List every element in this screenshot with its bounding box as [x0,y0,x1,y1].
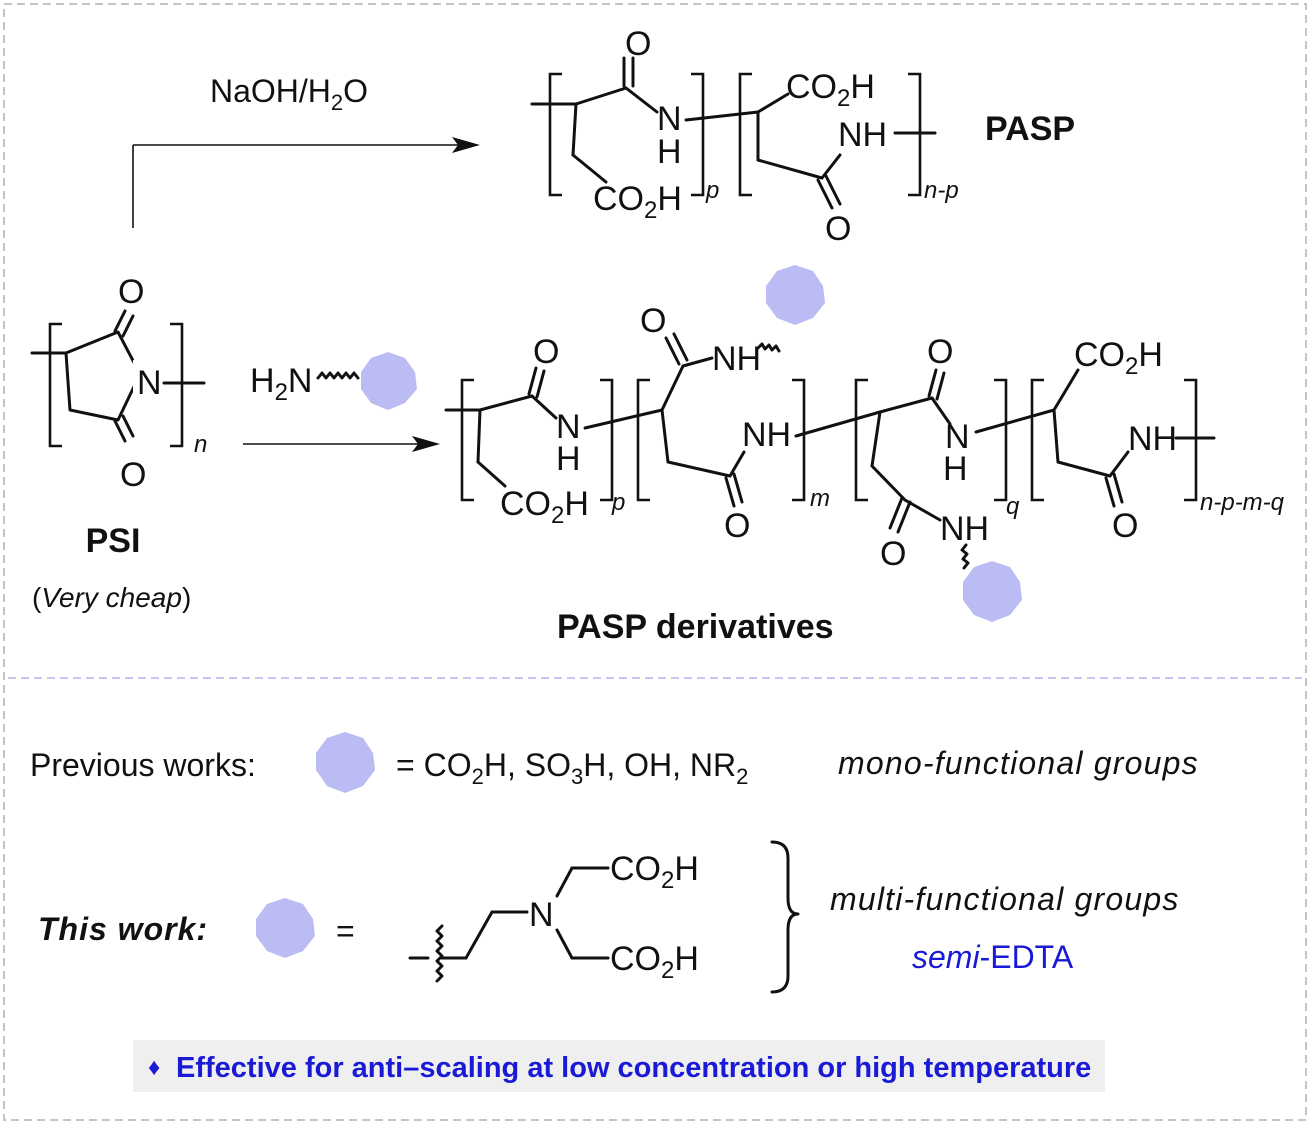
this-work-equals: = [336,913,355,949]
previous-works-groups: = CO2H, SO3H, OH, NR2 [396,747,748,789]
psi-carbonyl-o-top: O [118,273,144,311]
pasp-side-acid: CO2H [593,180,682,224]
psi-carbonyl-o-bottom: O [120,456,146,494]
unit-m-carbonyl-o-bottom: O [724,507,750,545]
semi-edta-suffix: -EDTA [980,939,1074,975]
unit-p-amide-n: N [556,408,581,446]
hydrolysis-reagent: NaOH/H2O [210,73,368,115]
unit-m-group-blob [766,265,825,325]
unit-m-index: m [810,485,830,512]
unit-p-acid: CO2H [500,485,589,529]
pasp-imide-nh: NH [838,116,887,154]
unit-r-imide-nh: NH [1128,420,1177,458]
semi-edta-structure: N CO2H CO2H [408,850,699,984]
pasp-carbonyl-o-bottom: O [825,210,851,248]
semi-edta-prefix: semi [912,939,980,975]
pasp-carbonyl-o-top: O [625,25,651,63]
previous-works-blob [316,732,375,793]
pasp-amide-h: H [657,133,682,171]
this-work-blob [256,898,315,958]
unit-q-amide-n: N [945,418,970,456]
conclusion-banner [133,1040,1105,1092]
this-work-label: This work: [38,911,208,947]
unit-p-index: p [611,489,625,516]
psi-index-n: n [194,431,207,458]
amine-reagent: H2N [250,362,312,406]
psi-note-text: Very cheap [41,582,182,613]
pasp-structure: O N H CO2H p CO2H NH O n-p [530,25,959,248]
semi-edta-label: semi-EDTA [912,939,1074,975]
unit-r-index: n-p-m-q [1200,489,1285,516]
grouping-brace [770,840,800,994]
pasp-index-p: p [705,177,719,204]
this-work-type: multi-functional groups [830,881,1180,917]
unit-m-main-nh: NH [742,416,791,454]
unit-m-side-nh: NH [712,340,761,378]
unit-q-group-blob [963,561,1022,622]
amination-arrow [243,436,440,452]
banner-bullet: ♦ [148,1054,160,1081]
psi-structure: O N O n [30,273,207,494]
semi-edta-nitrogen: N [529,896,554,934]
unit-p-carbonyl-o: O [533,333,559,371]
previous-works-type: mono-functional groups [838,745,1199,781]
unit-q-amide-h: H [943,450,968,488]
hydrolysis-arrow [132,137,480,228]
unit-q-carbonyl-o-bottom: O [880,535,906,573]
unit-p-amide-h: H [556,440,581,478]
psi-note: (Very cheap) [32,582,191,613]
psi-nitrogen: N [137,364,162,402]
pasp-label: PASP [985,110,1075,148]
unit-r-carbonyl-o: O [1112,507,1138,545]
pasp-index-n-p: n-p [924,177,959,204]
unit-q-index: q [1006,493,1020,520]
pasp-derivatives-structure: O N H CO2H p O NH NH O m O [444,265,1285,622]
previous-works-label: Previous works: [30,747,256,783]
unit-q-carbonyl-o-top: O [927,333,953,371]
pasp-main-acid: CO2H [786,68,875,112]
outer-frame [3,3,1307,1121]
banner-text: Effective for anti–scaling at low concen… [176,1052,1091,1084]
psi-label: PSI [86,522,141,560]
unit-r-acid: CO2H [1074,336,1163,380]
semi-edta-acid-bottom: CO2H [610,940,699,984]
pasp-derivatives-label: PASP derivatives [557,608,834,646]
functional-group-blob [361,352,417,410]
semi-edta-acid-top: CO2H [610,850,699,894]
unit-m-carbonyl-o-top: O [640,302,666,340]
pasp-amide-n: N [657,100,682,138]
unit-q-side-nh: NH [940,510,989,548]
